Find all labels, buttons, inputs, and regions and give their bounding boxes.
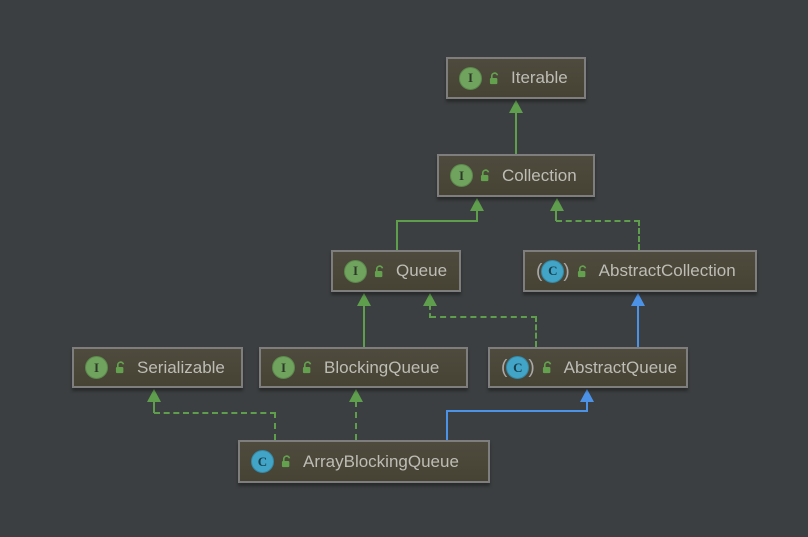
implements-arrowhead-icon — [550, 198, 564, 211]
class-icon-letter: C — [257, 453, 268, 469]
abstract-class-paren-icon: ( — [501, 357, 508, 378]
public-lock-icon — [542, 361, 551, 374]
implements-arrowhead-icon — [147, 389, 161, 402]
interface-icon-letter: I — [93, 359, 100, 375]
node-queue[interactable]: I Queue — [331, 250, 461, 292]
node-label: Collection — [502, 165, 577, 185]
node-label: Serializable — [137, 357, 225, 377]
interface-icon: I — [344, 259, 367, 283]
extends-arrowhead-icon — [580, 389, 594, 402]
node-label: ArrayBlockingQueue — [303, 451, 459, 471]
node-label: Iterable — [511, 68, 568, 87]
node-label: Queue — [396, 261, 448, 280]
interface-icon: I — [85, 356, 108, 379]
node-label: BlockingQueue — [324, 357, 440, 377]
node-abstract-collection[interactable]: ( C ) AbstractCollection — [523, 250, 757, 292]
abstract-class-icon: C — [506, 356, 530, 379]
node-abstract-queue[interactable]: ( C ) AbstractQueue — [488, 347, 688, 388]
extends-arrowhead-icon — [509, 100, 523, 113]
class-icon-letter: C — [513, 359, 523, 375]
node-iterable[interactable]: I Iterable — [446, 57, 586, 99]
public-lock-icon — [489, 71, 499, 84]
public-lock-icon — [302, 361, 312, 374]
node-label: AbstractCollection — [598, 261, 736, 280]
public-lock-icon — [115, 361, 125, 374]
interface-icon-letter: I — [467, 70, 474, 85]
node-blocking-queue[interactable]: I BlockingQueue — [259, 347, 468, 388]
node-array-blocking-queue[interactable]: C ArrayBlockingQueue — [238, 440, 490, 483]
node-serializable[interactable]: I Serializable — [72, 347, 243, 388]
abstract-class-icon: C — [541, 259, 565, 283]
abstract-class-paren-icon: ( — [536, 260, 543, 282]
interface-icon: I — [459, 66, 482, 90]
abstract-class-paren-icon: ) — [528, 357, 535, 378]
interface-icon-letter: I — [280, 359, 287, 375]
public-lock-icon — [480, 169, 490, 182]
public-lock-icon — [281, 455, 291, 468]
public-lock-icon — [374, 264, 384, 277]
implements-arrowhead-icon — [423, 293, 437, 306]
public-lock-icon — [577, 264, 586, 277]
interface-icon-letter: I — [352, 263, 359, 278]
implements-arrowhead-icon — [349, 389, 363, 402]
node-collection[interactable]: I Collection — [437, 154, 595, 197]
class-icon: C — [251, 450, 274, 473]
extends-arrowhead-icon — [357, 293, 371, 306]
extends-arrowhead-icon — [470, 198, 484, 211]
node-label: AbstractQueue — [563, 357, 678, 377]
class-icon-letter: C — [548, 263, 558, 278]
extends-arrowhead-icon — [631, 293, 645, 306]
abstract-class-paren-icon: ) — [563, 260, 570, 282]
interface-icon: I — [272, 356, 295, 379]
interface-icon: I — [450, 164, 473, 187]
interface-icon-letter: I — [458, 167, 465, 183]
